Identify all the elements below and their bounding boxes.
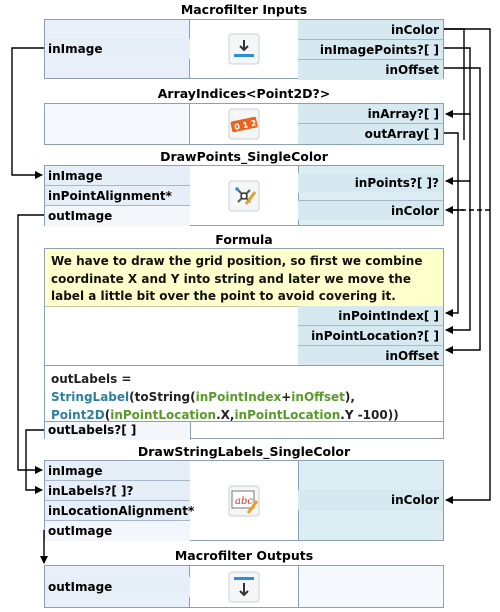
port-inpoints-input[interactable]: inPoints?[ ]? [298,173,443,193]
port-incolor-output[interactable]: inColor [298,20,443,40]
port-inpointalignment-input[interactable]: inPointAlignment* [45,186,190,206]
port-inpointlocation-input[interactable]: inPointLocation?[ ] [298,326,443,346]
array-indices-icon: 0 1 2 [228,108,260,140]
wire-outlabels [25,429,44,494]
port-outimage-output[interactable]: outImage [45,521,190,541]
port-incolor-input[interactable]: inColor [298,490,443,510]
wire-incolor-drawpoints [444,28,465,210]
port-inimage-input[interactable]: inImage [45,166,190,186]
formula-line-1: outLabels = [51,372,132,386]
port-inlabels-input[interactable]: inLabels?[ ]? [45,481,190,501]
port-inoffset-output[interactable]: inOffset [298,60,443,80]
port-outarray-output[interactable]: outArray[ ] [298,124,443,144]
port-inoffset-input[interactable]: inOffset [298,346,443,366]
wire-incolor-drawlabels [444,28,491,504]
function-name: Point2D [51,408,105,422]
port-outlabels-output[interactable]: outLabels?[ ] [48,423,137,437]
variable-name: inOffset [291,390,345,404]
formula-line-3: Point2D(inPointLocation.X,inPointLocatio… [51,406,437,424]
wire-inimagepoints [444,47,471,118]
outputs-title: Macrofilter Outputs [174,548,314,563]
formula-expression[interactable]: outLabels = StringLabel(toString(inPoint… [45,365,443,424]
expr-text: ( [104,408,111,422]
formula-title: Formula [215,232,273,247]
draw-points-title: DrawPoints_SingleColor [160,149,328,164]
variable-name: inPointIndex [195,390,282,404]
port-inlocationalignment-input[interactable]: inLocationAlignment* [45,501,194,521]
wire-inpointlocation [445,181,471,334]
draw-labels-title: DrawStringLabels_SingleColor [137,444,351,459]
port-inpointindex-input[interactable]: inPointIndex[ ] [298,306,443,326]
expr-text: (toString( [129,390,196,404]
wire-inoffset [444,67,481,354]
wire-outimage-drawpoints [17,214,44,474]
expr-text: + [281,390,292,404]
function-name: StringLabel [51,390,130,404]
wire-outarray [444,132,459,317]
variable-name: inPointLocation [110,408,217,422]
expr-text: .X, [216,408,235,422]
formula-line-2: StringLabel(toString(inPointIndex+inOffs… [51,388,437,406]
array-indices-block[interactable]: inArray?[ ] outArray[ ] 0 1 2 [44,103,444,145]
port-inarray-input[interactable]: inArray?[ ] [298,104,443,124]
variable-name: inPointLocation [234,408,341,422]
port-outimage-output[interactable]: outImage [45,206,190,226]
expr-text: .Y -100)) [340,408,399,422]
inputs-title: Macrofilter Inputs [180,2,308,17]
port-inimage-input[interactable]: inImage [45,39,190,59]
formula-block[interactable]: We have to draw the grid position, so fi… [44,248,444,440]
macrofilter-outputs-block[interactable]: outImage [44,565,444,608]
download-arrow-icon [228,33,260,65]
output-arrow-icon [228,571,260,602]
port-inimagepoints-output[interactable]: inImagePoints?[ ] [298,40,443,60]
expr-text: ), [344,390,355,404]
draw-labels-block[interactable]: inImage inLabels?[ ]? inLocationAlignmen… [44,460,444,541]
port-outimage-input[interactable]: outImage [45,577,190,597]
svg-text:abc: abc [235,496,253,507]
wire-inpoints [445,114,471,185]
wire-inimage [11,47,44,179]
draw-points-block[interactable]: inImage inPointAlignment* outImage inPoi… [44,165,444,226]
port-inimage-input[interactable]: inImage [45,461,190,481]
draw-labels-icon: abc [228,485,260,516]
draw-points-icon [228,180,260,211]
port-incolor-input[interactable]: inColor [298,200,443,220]
formula-comment: We have to draw the grid position, so fi… [45,249,443,307]
macrofilter-inputs-block[interactable]: inImage inColor inImagePoints?[ ] inOffs… [44,19,444,80]
array-indices-title: ArrayIndices<Point2D?> [157,86,331,101]
